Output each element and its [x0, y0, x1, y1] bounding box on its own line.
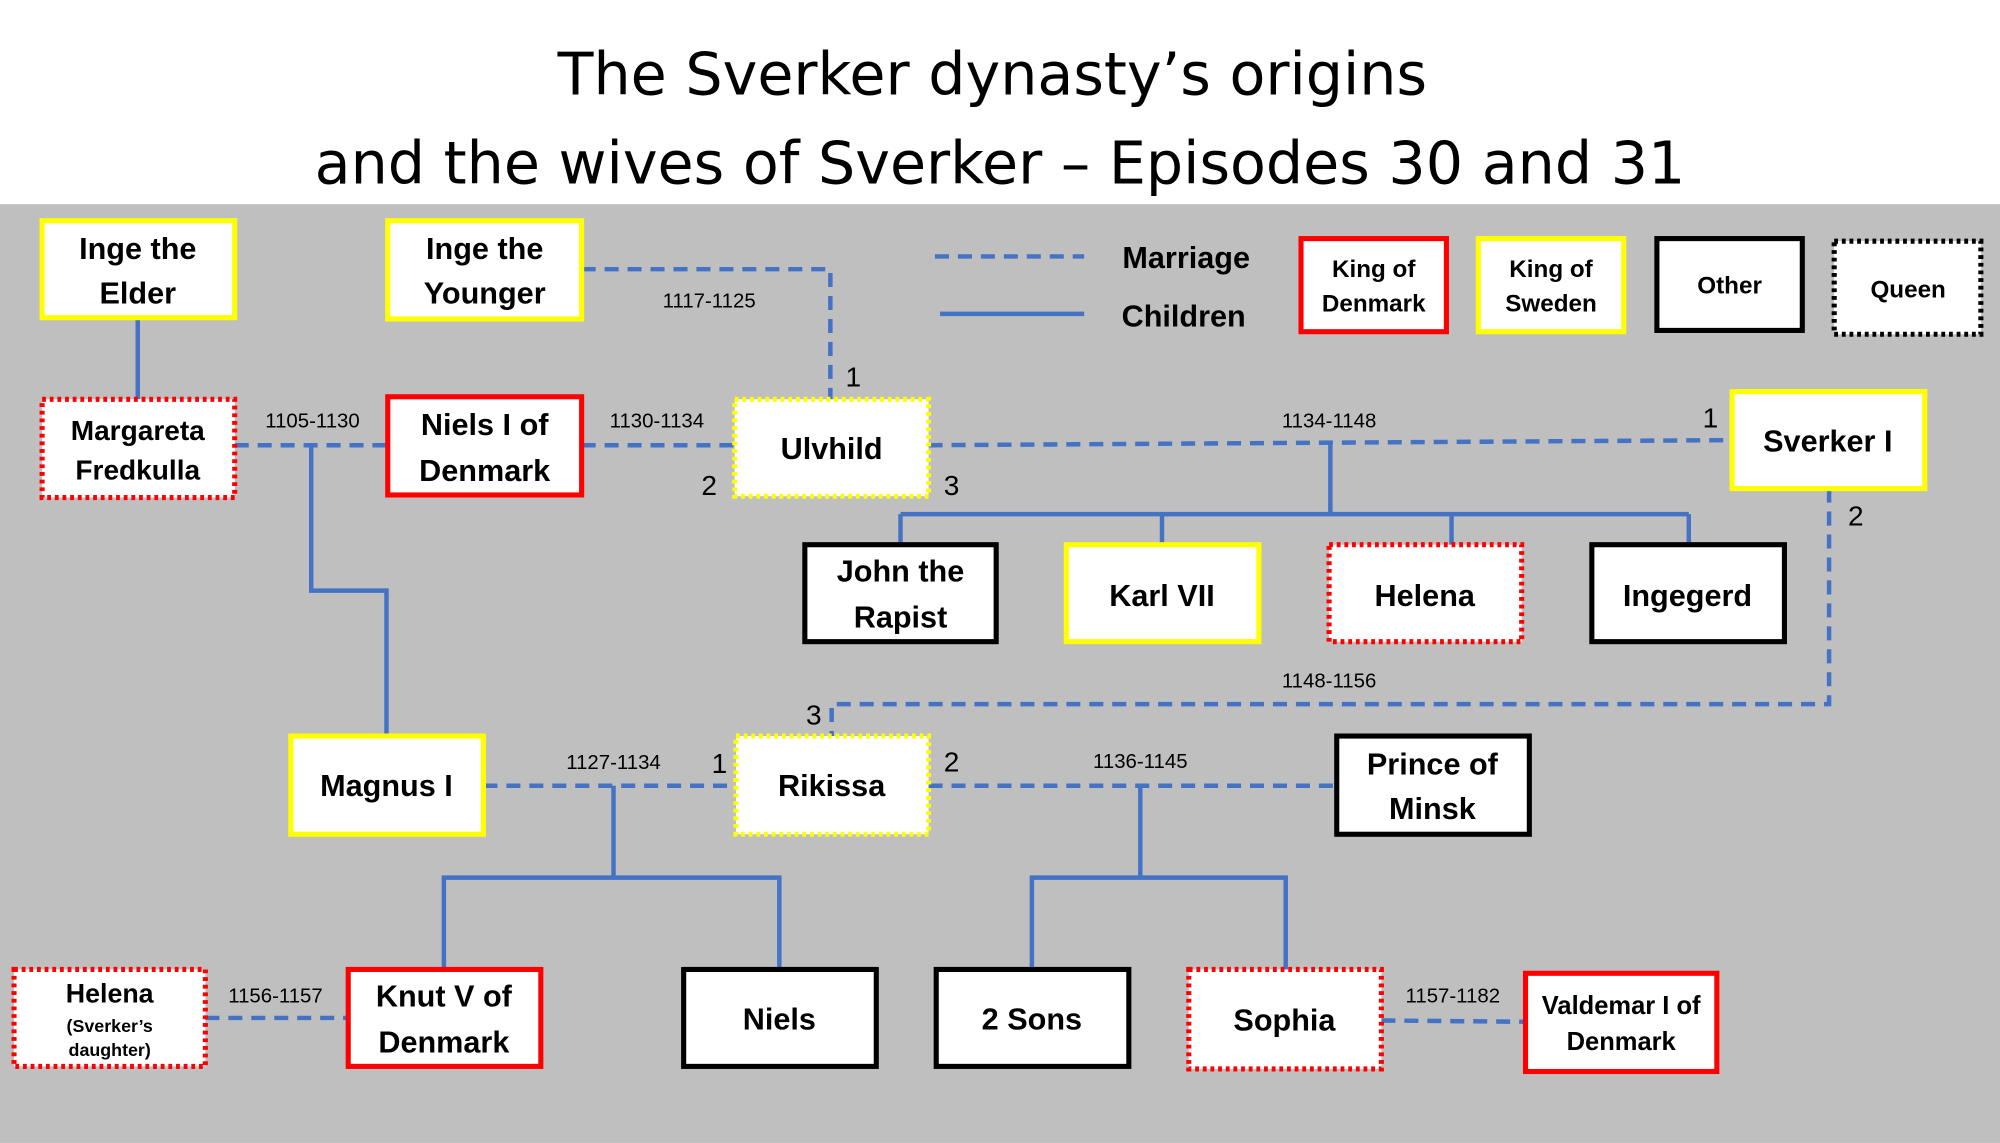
legend-queen: Queen — [1831, 238, 1984, 337]
svg-text:2 Sons: 2 Sons — [982, 1002, 1082, 1036]
title-area — [0, 0, 2000, 205]
legend-other: Other — [1654, 236, 1805, 333]
person-rikissa: Rikissa — [733, 733, 932, 837]
person-magnus-i: Magnus I — [288, 733, 486, 837]
marriage-order-number: 2 — [944, 747, 960, 778]
marriage-years: 1105-1130 — [265, 410, 360, 432]
marriage-order-number: 2 — [1848, 501, 1864, 532]
title-line-2: and the wives of Sverker – Episodes 30 a… — [315, 130, 1686, 198]
person-ulvhild: Ulvhild — [732, 396, 932, 499]
svg-text:Niels: Niels — [743, 1002, 816, 1036]
person-sophia: Sophia — [1186, 966, 1384, 1072]
svg-text:Ulvhild: Ulvhild — [781, 432, 883, 466]
svg-text:Sverker I: Sverker I — [1763, 425, 1892, 459]
svg-text:Ingegerd: Ingegerd — [1623, 579, 1752, 613]
marriage-order-number: 3 — [944, 470, 960, 501]
svg-text:Sophia: Sophia — [1233, 1004, 1336, 1038]
marriage-years: 1130-1134 — [610, 410, 705, 432]
marriage-order-number: 1 — [712, 748, 728, 779]
marriage-years: 1157-1182 — [1406, 986, 1501, 1008]
legend-marriage-label: Marriage — [1122, 241, 1250, 275]
marriage-years: 1134-1148 — [1282, 410, 1376, 432]
person-2-sons: 2 Sons — [933, 966, 1132, 1069]
connections — [135, 266, 1832, 1024]
svg-text:Karl VII: Karl VII — [1109, 579, 1214, 613]
legend-children-label: Children — [1122, 300, 1246, 334]
marriage-order-number: 1 — [1703, 402, 1719, 433]
marriage-years: 1117-1125 — [663, 290, 756, 312]
svg-text:Helena: Helena — [1375, 579, 1476, 613]
marriage-years: 1136-1145 — [1093, 751, 1188, 773]
person-sverker-i: Sverker I — [1729, 389, 1928, 492]
marriage-years: 1148-1156 — [1282, 671, 1376, 693]
svg-text:Rikissa: Rikissa — [778, 769, 886, 803]
marriage-years: 1127-1134 — [566, 752, 660, 774]
marriage-order-number: 1 — [846, 362, 862, 393]
svg-text:Other: Other — [1697, 272, 1762, 299]
person-niels: Niels — [681, 966, 879, 1069]
title-line-1: The Sverker dynasty’s origins — [557, 40, 1427, 108]
marriage-order-number: 2 — [701, 470, 717, 501]
person-karl-vii: Karl VII — [1063, 542, 1262, 645]
person-helena: Helena — [1326, 542, 1525, 645]
person-ingegerd: Ingegerd — [1589, 542, 1787, 645]
marriage-years: 1156-1157 — [228, 986, 323, 1008]
svg-text:Helena: Helena — [66, 979, 155, 1009]
svg-text:Magnus I: Magnus I — [320, 769, 453, 803]
svg-text:Queen: Queen — [1870, 276, 1945, 303]
marriage-order-number: 3 — [806, 700, 822, 731]
